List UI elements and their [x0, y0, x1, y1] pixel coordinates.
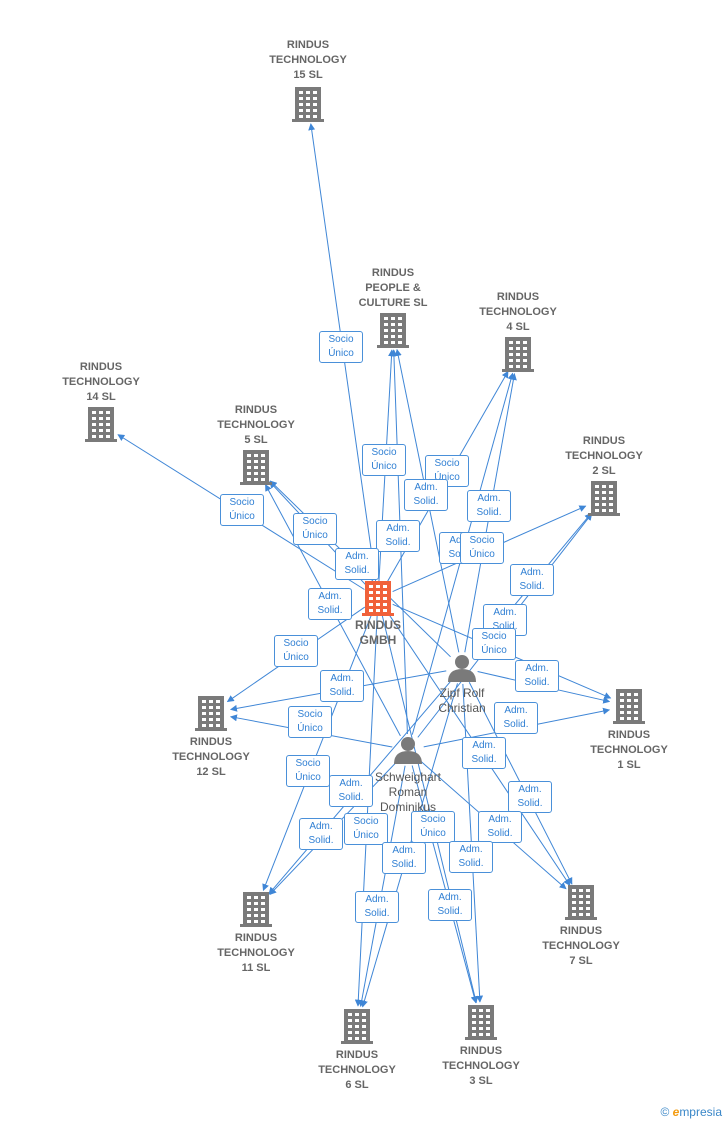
adm-solid-badge[interactable]: Adm. Solid.	[508, 781, 552, 813]
brand-name: mpresia	[679, 1105, 722, 1119]
adm-solid-badge[interactable]: Adm. Solid.	[329, 775, 373, 807]
company-building-icon[interactable]	[292, 87, 324, 122]
edge-schw-t6	[358, 765, 406, 1008]
adm-solid-badge[interactable]: Adm. Solid.	[320, 670, 364, 702]
company-building-icon[interactable]	[341, 1009, 373, 1044]
adm-solid-badge[interactable]: Adm. Solid.	[478, 811, 522, 843]
adm-solid-badge[interactable]: Adm. Solid.	[467, 490, 511, 522]
company-building-icon[interactable]	[195, 696, 227, 731]
adm-solid-badge[interactable]: Adm. Solid.	[382, 842, 426, 874]
node-icons	[85, 87, 645, 1044]
empresia-logo[interactable]: © empresia	[660, 1105, 722, 1119]
adm-solid-badge[interactable]: Adm. Solid.	[404, 479, 448, 511]
adm-solid-badge[interactable]: Adm. Solid.	[515, 660, 559, 692]
adm-solid-badge[interactable]: Adm. Solid.	[428, 889, 472, 921]
node-label-t4: RINDUS TECHNOLOGY 4 SL	[479, 291, 557, 333]
node-label-schw: Schweighart Roman Dominikus	[374, 770, 442, 814]
company-building-icon[interactable]	[377, 313, 409, 348]
company-building-icon[interactable]	[240, 450, 272, 485]
socio-unico-badge[interactable]: Socio Único	[220, 494, 264, 526]
edge-gmbh-t6	[354, 613, 378, 1007]
node-label-t5: RINDUS TECHNOLOGY 5 SL	[217, 404, 295, 446]
adm-solid-badge[interactable]: Adm. Solid.	[494, 702, 538, 734]
adm-solid-badge[interactable]: Adm. Solid.	[510, 564, 554, 596]
socio-unico-badge[interactable]: Socio Único	[411, 811, 455, 843]
edge-gmbh-t11	[262, 612, 373, 892]
node-label-t6: RINDUS TECHNOLOGY 6 SL	[318, 1049, 396, 1091]
socio-unico-badge[interactable]: Socio Único	[319, 331, 363, 363]
company-building-icon[interactable]	[502, 337, 534, 372]
socio-unico-badge[interactable]: Socio Único	[293, 513, 337, 545]
node-label-t3: RINDUS TECHNOLOGY 3 SL	[442, 1045, 520, 1087]
socio-unico-badge[interactable]: Socio Único	[274, 635, 318, 667]
socio-unico-badge[interactable]: Socio Único	[472, 628, 516, 660]
adm-solid-badge[interactable]: Adm. Solid.	[299, 818, 343, 850]
node-label-t7: RINDUS TECHNOLOGY 7 SL	[542, 925, 620, 967]
node-label-gmbh: RINDUS GMBH	[354, 618, 401, 647]
socio-unico-badge[interactable]: Socio Único	[362, 444, 406, 476]
adm-solid-badge[interactable]: Adm. Solid.	[376, 520, 420, 552]
node-label-zipf: Zipf Rolf Christian	[438, 686, 486, 715]
company-building-icon[interactable]	[240, 892, 272, 927]
company-building-icon[interactable]	[465, 1005, 497, 1040]
person-icon[interactable]	[448, 655, 476, 682]
adm-solid-badge[interactable]: Adm. Solid.	[462, 737, 506, 769]
company-building-icon[interactable]	[588, 481, 620, 516]
socio-unico-badge[interactable]: Socio Único	[460, 532, 504, 564]
company-building-icon[interactable]	[613, 689, 645, 724]
brand-e: e	[672, 1105, 680, 1119]
node-label-t12: RINDUS TECHNOLOGY 12 SL	[172, 736, 250, 778]
company-center-building-icon[interactable]	[362, 581, 394, 616]
edge-gmbh-t3	[381, 613, 479, 1004]
socio-unico-badge[interactable]: Socio Único	[344, 813, 388, 845]
company-building-icon[interactable]	[565, 885, 597, 920]
adm-solid-badge[interactable]: Adm. Solid.	[449, 841, 493, 873]
company-building-icon[interactable]	[85, 407, 117, 442]
node-label-t11: RINDUS TECHNOLOGY 11 SL	[217, 932, 295, 974]
adm-solid-badge[interactable]: Adm. Solid.	[355, 891, 399, 923]
person-icon[interactable]	[394, 737, 422, 764]
adm-solid-badge[interactable]: Adm. Solid.	[335, 548, 379, 580]
node-label-t14: RINDUS TECHNOLOGY 14 SL	[62, 361, 140, 403]
copyright-symbol: ©	[660, 1105, 670, 1119]
edge-schw-t3	[411, 765, 478, 1004]
socio-unico-badge[interactable]: Socio Único	[288, 706, 332, 738]
node-label-t1: RINDUS TECHNOLOGY 1 SL	[590, 729, 668, 771]
socio-unico-badge[interactable]: Socio Único	[286, 755, 330, 787]
node-label-ppl: RINDUS PEOPLE & CULTURE SL	[358, 267, 428, 309]
adm-solid-badge[interactable]: Adm. Solid.	[308, 588, 352, 620]
node-label-t2: RINDUS TECHNOLOGY 2 SL	[565, 435, 643, 477]
node-label-t15: RINDUS TECHNOLOGY 15 SL	[269, 39, 347, 81]
